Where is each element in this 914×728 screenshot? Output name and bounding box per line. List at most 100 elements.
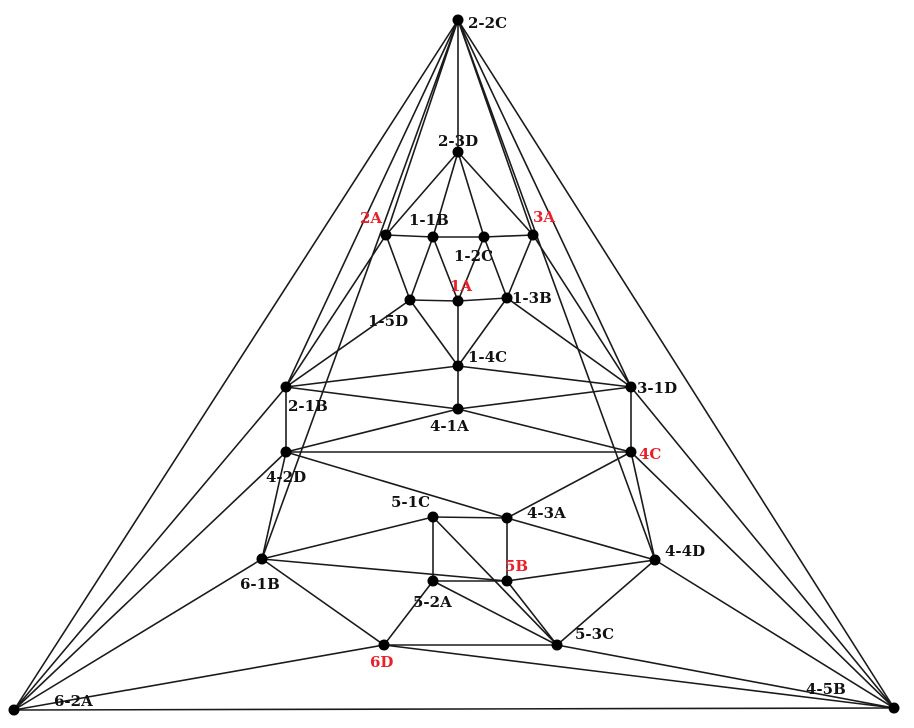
node-5-1C (427, 511, 439, 523)
node-5-2A (427, 575, 439, 587)
edge-4-2D-6-1B (261, 451, 287, 560)
edge-2-2C-4-4D (457, 19, 656, 561)
node-label: 1-4C (468, 348, 507, 366)
node-1-3B (501, 292, 513, 304)
edge-1-1B-1-5D (409, 236, 434, 301)
edge-4-5B-4C (630, 451, 895, 709)
edge-4-4D-5-3C (556, 559, 656, 646)
node-4-4D (649, 554, 661, 566)
edge-1-1B-1A (432, 236, 459, 302)
edge-5B-5-3C (506, 580, 558, 646)
edge-6-2A-4-5B (13, 707, 895, 711)
node-4-3A (501, 512, 513, 524)
node-label: 6D (370, 653, 393, 671)
edge-1-2C-1A (457, 236, 485, 302)
node-label: 1-5D (368, 312, 408, 330)
edge-4-3A-4-4D (506, 517, 656, 561)
edge-1A-1-3B (457, 297, 508, 302)
node-2A (380, 229, 392, 241)
node-label: 4-2D (266, 468, 306, 486)
node-2-2C (452, 14, 464, 26)
node-label: 1-1B (409, 211, 449, 229)
edge-4-2D-4-1A (285, 408, 459, 453)
node-label: 2A (360, 209, 382, 227)
edge-2-3D-3A (457, 151, 534, 236)
edge-2-2C-2A (385, 19, 459, 236)
edge-5-2A-5-3C (432, 580, 558, 646)
node-4-1A (452, 403, 464, 415)
edge-4-1A-3-1D (457, 386, 632, 410)
edge-5B-4-4D (506, 559, 656, 582)
node-4-5B (888, 702, 900, 714)
edge-6-2A-4-2D (13, 451, 287, 711)
node-label: 1-3B (512, 289, 552, 307)
edge-2-2C-3-1D (457, 19, 632, 388)
edge-2-1B-1-4C (285, 365, 459, 388)
node-6-2A (8, 704, 20, 716)
edge-4C-4-4D (630, 451, 656, 561)
node-2-1B (280, 381, 292, 393)
node-3A (527, 229, 539, 241)
node-label: 2-3D (438, 132, 478, 150)
edge-2A-1-5D (385, 234, 411, 301)
edge-6-2A-6D (13, 644, 385, 711)
edge-4-1A-4C (457, 408, 632, 453)
edge-2A-2-1B (285, 234, 387, 388)
edge-1-3B-1-4C (457, 297, 508, 367)
node-label: 5B (505, 557, 528, 575)
node-label: 6-2A (54, 692, 93, 710)
node-label: 1-2C (454, 247, 493, 265)
edge-2-3D-2A (385, 151, 459, 236)
node-4C (625, 446, 637, 458)
node-3-1D (625, 381, 637, 393)
edge-2-2C-4-5B (457, 19, 895, 709)
node-1-5D (404, 294, 416, 306)
edge-6-1B-5-1C (261, 516, 434, 560)
node-2-3D (452, 146, 464, 158)
edge-5-1C-4-3A (432, 516, 508, 519)
edges (13, 19, 895, 711)
nodes (8, 14, 900, 716)
edge-2-3D-1-1B (432, 151, 459, 238)
node-label: 1A (450, 277, 472, 295)
edge-4-5B-3-1D (630, 386, 895, 709)
node-label: 4C (639, 445, 661, 463)
edge-1-3B-3-1D (506, 297, 632, 388)
node-label: 3-1D (637, 379, 677, 397)
edge-1-5D-1-4C (409, 299, 459, 367)
edge-4-5B-6D (383, 644, 895, 709)
edge-4-5B-4-4D (654, 559, 895, 709)
edge-3A-1-3B (506, 234, 534, 299)
node-6D (378, 639, 390, 651)
edge-5-1C-5-3C (432, 516, 558, 646)
edge-6-2A-6-1B (13, 558, 263, 711)
edge-2-2C-6-2A (13, 19, 459, 711)
edge-2-2C-2-1B (285, 19, 459, 388)
edge-2A-1-1B (385, 234, 434, 238)
edge-6-2A-2-1B (13, 386, 287, 711)
node-6-1B (256, 553, 268, 565)
node-label: 2-2C (468, 14, 507, 32)
node-1-1B (427, 231, 439, 243)
edge-2-1B-4-1A (285, 386, 459, 410)
node-1-2C (478, 231, 490, 243)
edge-1-5D-2-1B (285, 299, 411, 388)
node-label: 4-1A (430, 417, 469, 435)
edge-1-5D-1A (409, 299, 459, 302)
node-label: 4-4D (665, 542, 705, 560)
node-label: 3A (533, 208, 555, 226)
node-5B (501, 575, 513, 587)
edge-4C-4-3A (506, 451, 632, 519)
edge-1-2C-1-3B (483, 236, 508, 299)
node-label: 5-3C (575, 625, 614, 643)
edge-6-1B-5B (261, 558, 508, 582)
edge-5-2A-6D (383, 580, 434, 646)
node-4-2D (280, 446, 292, 458)
node-label: 4-3A (527, 504, 566, 522)
edge-4-2D-4-3A (285, 451, 508, 519)
node-5-3C (551, 639, 563, 651)
node-1A (452, 295, 464, 307)
edge-2-2C-6-1B (261, 19, 459, 560)
